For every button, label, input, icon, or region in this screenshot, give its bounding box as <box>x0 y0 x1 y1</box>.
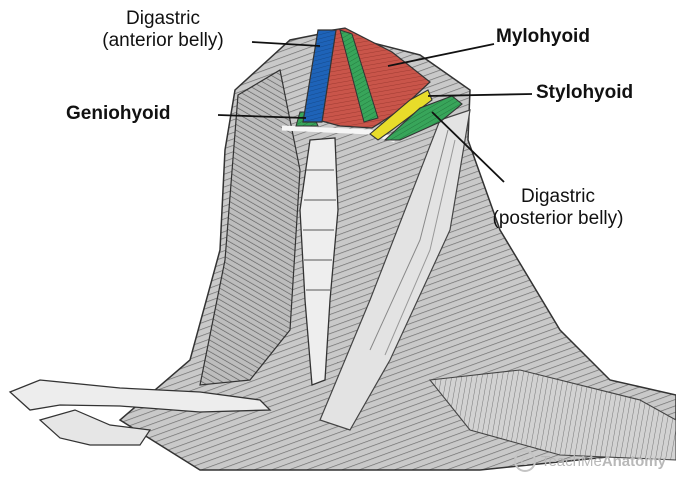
label-digastric-posterior-name: Digastric <box>452 186 664 208</box>
watermark-brand-bold: Anatomy <box>602 453 666 470</box>
label-digastric-anterior-detail: (anterior belly) <box>78 30 248 52</box>
label-digastric-anterior-name: Digastric <box>78 8 248 30</box>
label-digastric-posterior-detail: (posterior belly) <box>452 208 664 230</box>
label-stylohyoid: Stylohyoid <box>536 82 633 104</box>
copyright-icon: C <box>514 450 536 472</box>
watermark-brand: TeachMeAnatomy <box>541 453 666 470</box>
label-digastric-posterior: Digastric (posterior belly) <box>452 186 664 230</box>
label-digastric-anterior: Digastric (anterior belly) <box>78 8 248 52</box>
label-geniohyoid: Geniohyoid <box>66 103 171 125</box>
label-mylohyoid: Mylohyoid <box>496 26 590 48</box>
watermark: C TeachMeAnatomy <box>514 450 666 472</box>
watermark-brand-light: TeachMe <box>541 453 602 470</box>
